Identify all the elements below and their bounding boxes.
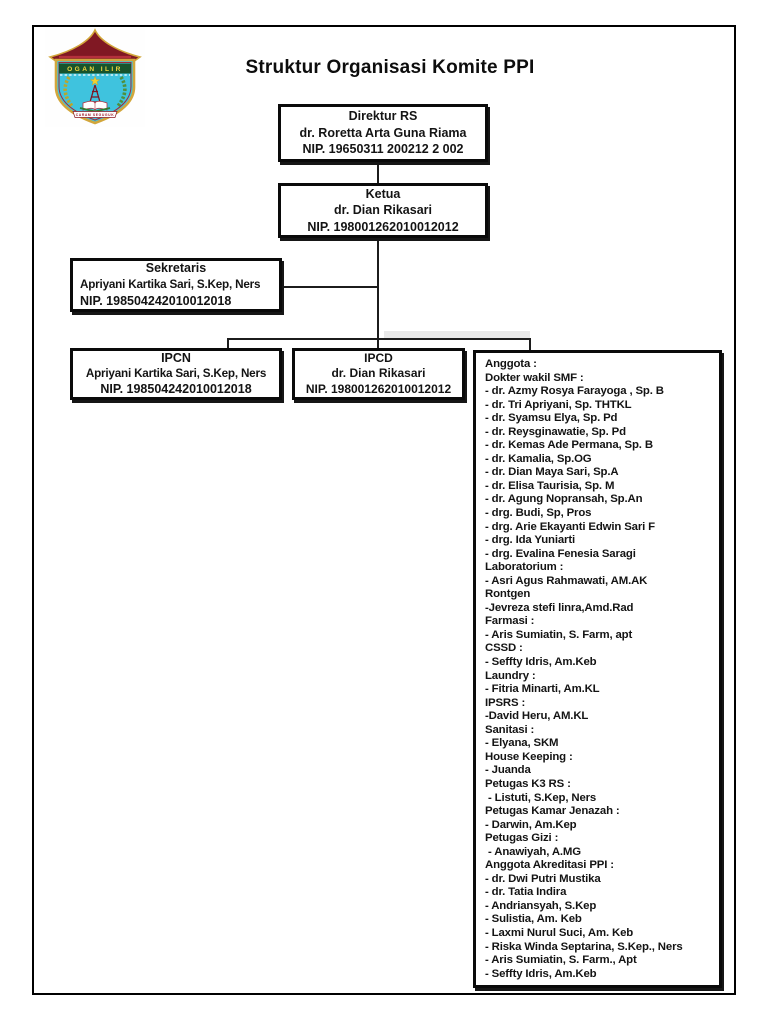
anggota-member-item: -Jevreza stefi linra,Amd.Rad — [485, 601, 634, 614]
anggota-member-item: - Seffty Idris, Am.Keb — [485, 656, 597, 669]
page-border — [32, 25, 736, 995]
anggota-member-item: - Laxmi Nurul Suci, Am. Keb — [485, 926, 634, 939]
anggota-member-item: - Anawiyah, A.MG — [485, 845, 581, 858]
connector-trunk — [377, 238, 379, 348]
anggota-section-heading: House Keeping : — [485, 750, 573, 763]
ogan-ilir-seal-icon: OGAN ILIR CARAM SEGUGUK — [45, 27, 145, 127]
anggota-member-item: - dr. Kemas Ade Permana, Sp. B — [485, 439, 653, 452]
anggota-member-item: - dr. Tatia Indira — [485, 886, 567, 899]
connector-stub-anggota — [529, 338, 531, 352]
anggota-member-item: - Seffty Idris, Am.Keb — [485, 967, 597, 980]
anggota-member-item: - Sulistia, Am. Keb — [485, 913, 582, 926]
ketua-name: dr. Dian Rikasari — [334, 203, 432, 218]
anggota-section-heading: Petugas K3 RS : — [485, 777, 571, 790]
anggota-member-item: - dr. Syamsu Elya, Sp. Pd — [485, 412, 618, 425]
anggota-member-item: - dr. Dian Maya Sari, Sp.A — [485, 466, 619, 479]
ipcn-nip: NIP. 198504242010012018 — [100, 381, 252, 396]
anggota-member-item: - dr. Dwi Putri Mustika — [485, 872, 601, 885]
connector-direktur-ketua — [377, 162, 379, 183]
anggota-member-item: - dr. Azmy Rosya Farayoga , Sp. B — [485, 385, 664, 398]
box-direktur: Direktur RS dr. Roretta Arta Guna Riama … — [278, 104, 488, 162]
page-title: Struktur Organisasi Komite PPI — [245, 57, 535, 78]
ipcn-title: IPCN — [161, 350, 191, 365]
anggota-member-item: - dr. Kamalia, Sp.OG — [485, 452, 592, 465]
anggota-member-item: - Aris Sumiatin, S. Farm, apt — [485, 628, 633, 641]
box-ipcd: IPCD dr. Dian Rikasari NIP. 198001262010… — [292, 348, 465, 400]
ketua-nip: NIP. 198001262010012012 — [307, 219, 459, 234]
anggota-section-heading: Laboratorium : — [485, 561, 564, 574]
anggota-section-heading: Petugas Gizi : — [485, 832, 559, 845]
connector-sekretaris — [282, 286, 377, 288]
anggota-section-heading: Anggota Akreditasi PPI : — [485, 859, 614, 872]
anggota-member-item: - dr. Tri Apriyani, Sp. THTKL — [485, 398, 632, 411]
sekretaris-nip: NIP. 198504242010012018 — [80, 294, 232, 309]
anggota-member-item: - drg. Evalina Fenesia Saragi — [485, 547, 636, 560]
anggota-section-heading: Anggota : — [485, 358, 537, 370]
name-band-text: OGAN ILIR — [67, 66, 123, 73]
anggota-member-item: - drg. Budi, Sp, Pros — [485, 507, 592, 520]
anggota-member-item: -David Heru, AM.KL — [485, 710, 589, 723]
anggota-member-item: - Juanda — [485, 764, 531, 777]
anggota-member-item: - Elyana, SKM — [485, 737, 559, 750]
direktur-name: dr. Roretta Arta Guna Riama — [299, 125, 467, 140]
anggota-member-item: - dr. Elisa Taurisia, Sp. M — [485, 479, 615, 492]
ketua-title: Ketua — [365, 186, 401, 201]
anggota-member-item: - dr. Agung Nopransah, Sp.An — [485, 493, 643, 506]
anggota-section-heading: Sanitasi : — [485, 723, 535, 736]
motto-text: CARAM SEGUGUK — [76, 113, 115, 117]
anggota-section-heading: Farmasi : — [485, 615, 535, 628]
anggota-member-item: - Darwin, Am.Kep — [485, 818, 577, 831]
ipcn-name: Apriyani Kartika Sari, S.Kep, Ners — [85, 367, 267, 381]
anggota-section-heading: IPSRS : — [485, 696, 526, 709]
name-band — [59, 63, 131, 74]
box-ipcn: IPCN Apriyani Kartika Sari, S.Kep, Ners … — [70, 348, 282, 400]
anggota-member-item: - Fitria Minarti, Am.KL — [485, 683, 600, 696]
anggota-member-item: - Andriansyah, S.Kep — [485, 899, 597, 912]
shield-inner-line — [58, 62, 132, 121]
connector-stub-ipcn — [227, 338, 229, 350]
motto-banner — [72, 111, 118, 118]
anggota-member-item: - Listuti, S.Kep, Ners — [485, 791, 597, 804]
anggota-member-item: - Aris Sumiatin, S. Farm., Apt — [485, 954, 637, 967]
ipcd-nip: NIP. 198001262010012012 — [305, 381, 452, 396]
anggota-section-heading: Rontgen — [485, 588, 531, 601]
box-ketua: Ketua dr. Dian Rikasari NIP. 19800126201… — [278, 183, 488, 238]
anggota-section-heading: Dokter wakil SMF : — [485, 371, 584, 384]
connector-branch — [227, 338, 531, 340]
scan-smudge — [384, 331, 530, 339]
ipcd-title: IPCD — [364, 350, 393, 365]
anggota-section-heading: Petugas Kamar Jenazah : — [485, 805, 620, 818]
anggota-section-heading: CSSD : — [485, 642, 523, 655]
box-anggota: Anggota :Dokter wakil SMF :- dr. Azmy Ro… — [473, 350, 722, 988]
anggota-member-item: - drg. Arie Ekayanti Edwin Sari F — [485, 520, 655, 533]
star-icon — [89, 75, 101, 86]
anggota-member-item: - dr. Reysginawatie, Sp. Pd — [485, 425, 626, 438]
anggota-section-heading: Laundry : — [485, 669, 536, 682]
direktur-title: Direktur RS — [348, 109, 418, 124]
ipcd-name: dr. Dian Rikasari — [331, 366, 426, 381]
sekretaris-title: Sekretaris — [145, 261, 207, 276]
anggota-member-item: - Asri Agus Rahmawati, AM.AK — [485, 574, 648, 587]
box-sekretaris: Sekretaris Apriyani Kartika Sari, S.Kep,… — [70, 258, 282, 312]
direktur-nip: NIP. 19650311 200212 2 002 — [302, 142, 464, 157]
sekretaris-name: Apriyani Kartika Sari, S.Kep, Ners — [80, 277, 261, 291]
anggota-member-item: - Riska Winda Septarina, S.Kep., Ners — [485, 940, 683, 953]
anggota-member-item: - drg. Ida Yuniarti — [485, 534, 575, 547]
